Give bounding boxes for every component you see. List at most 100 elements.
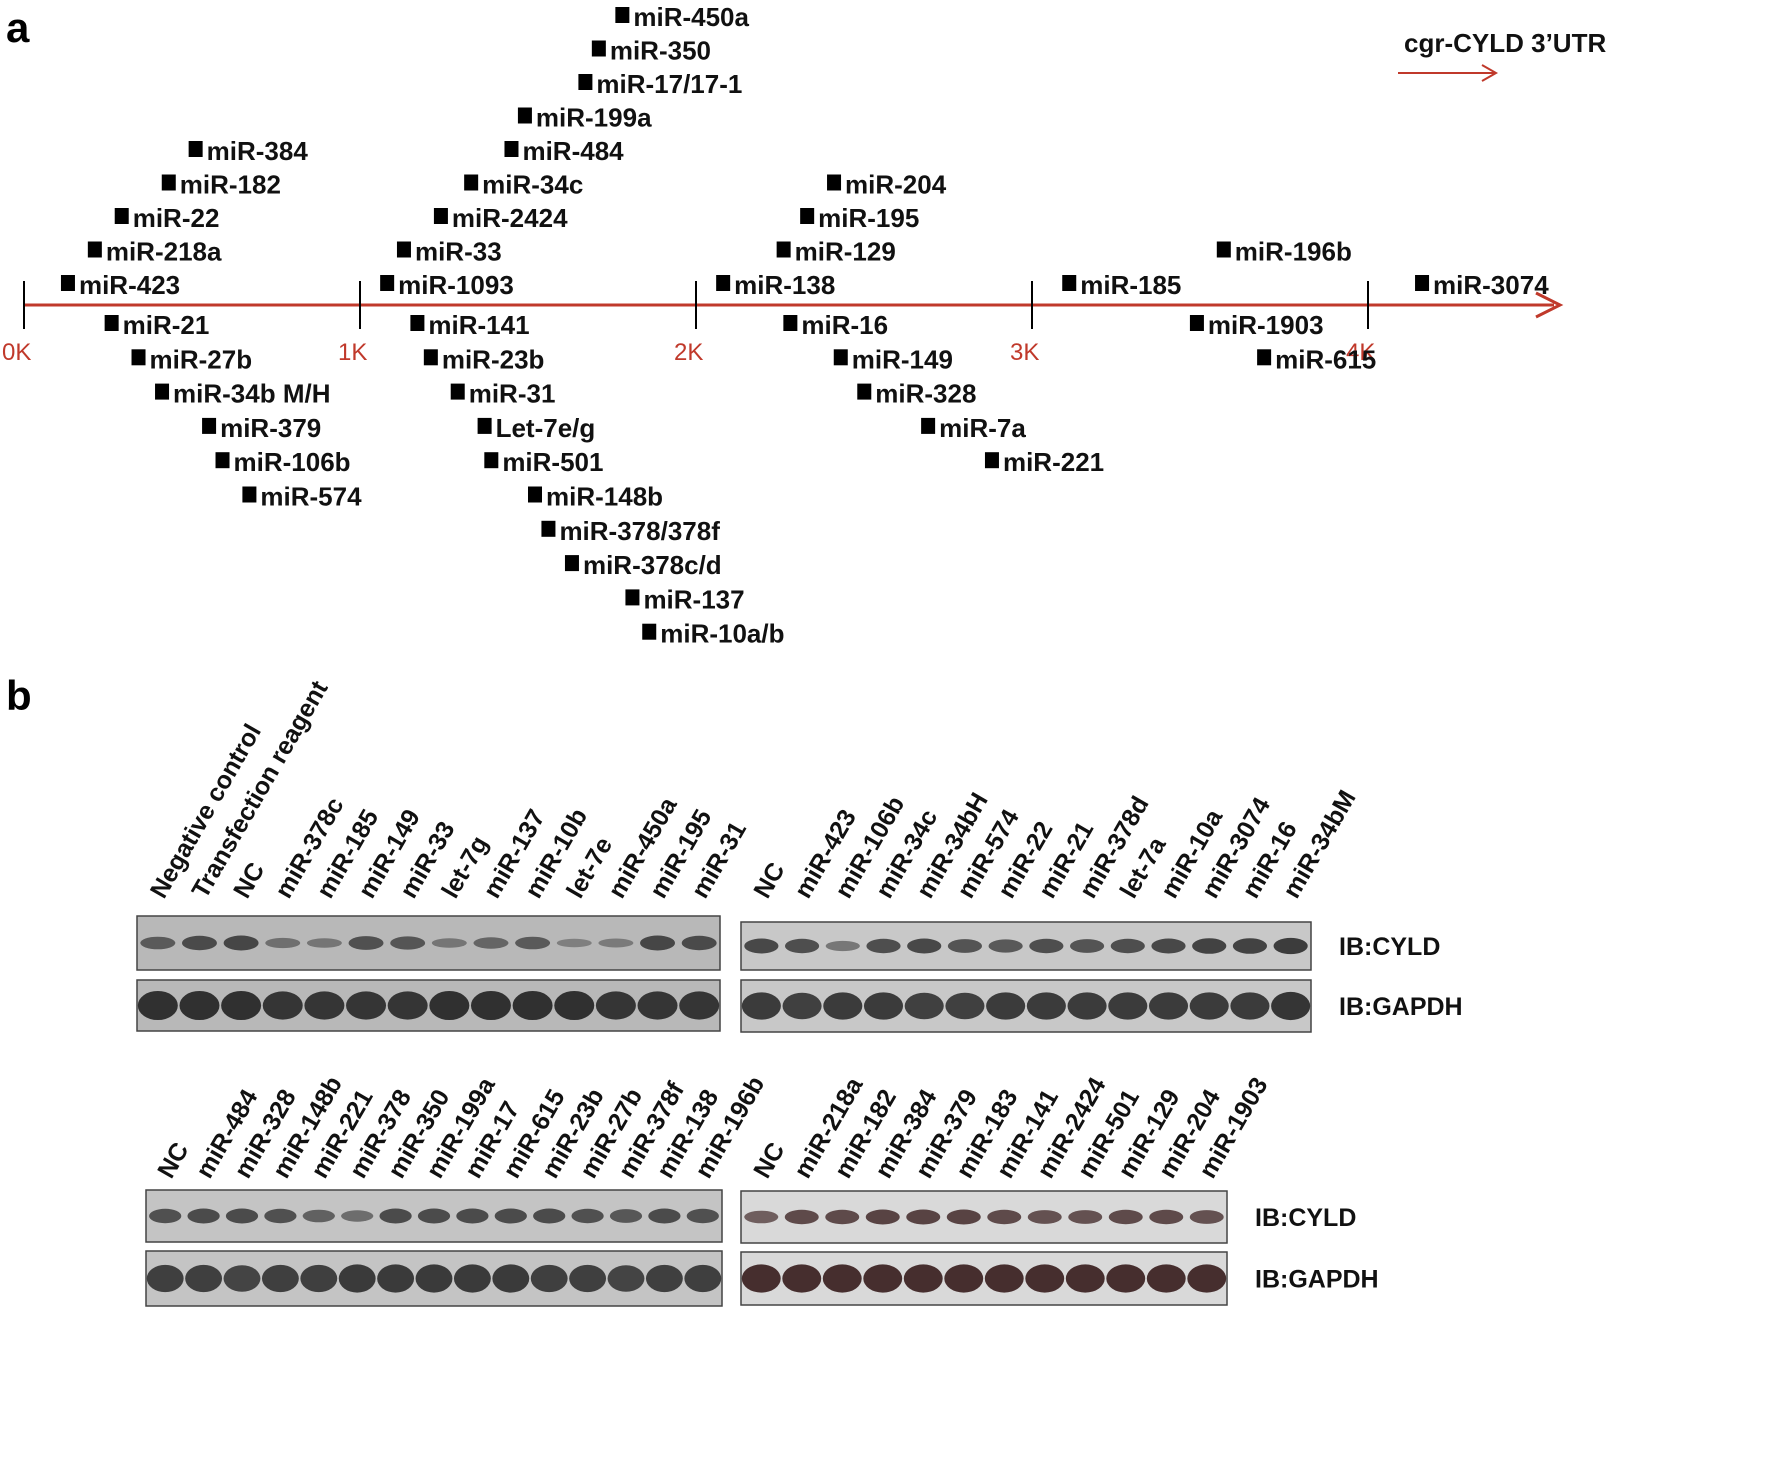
lane-label: NC	[748, 858, 790, 903]
site-label: miR-3074	[1433, 270, 1549, 300]
gapdh-band	[223, 1265, 261, 1292]
axis-tick: 3K	[1010, 281, 1039, 366]
gapdh-band	[944, 1264, 984, 1293]
gapdh-band	[741, 1264, 781, 1293]
western-blot: NCmiR-484miR-328miR-148bmiR-221miR-378mi…	[145, 1072, 770, 1307]
site-label: miR-378c/d	[583, 550, 722, 580]
gapdh-band	[684, 1264, 722, 1293]
mirna-site: miR-350	[591, 36, 711, 66]
mirna-site: miR-615	[1257, 344, 1376, 374]
ib-cyld-label: IB:CYLD	[1255, 1204, 1356, 1232]
site-marker	[783, 315, 798, 331]
site-label: miR-379	[220, 413, 321, 443]
gapdh-band	[607, 1265, 645, 1292]
cyld-band	[473, 937, 509, 949]
gapdh-band	[863, 992, 904, 1020]
site-label: miR-137	[643, 584, 744, 614]
site-label: miR-328	[875, 379, 976, 409]
axis-tick: 4K	[1346, 281, 1375, 366]
mirna-site: miR-148b	[528, 482, 663, 512]
gapdh-band	[346, 991, 387, 1020]
gapdh-band	[530, 1264, 568, 1293]
gapdh-band	[470, 990, 511, 1021]
utr-direction-arrow	[1398, 64, 1499, 82]
site-label: miR-34b M/H	[173, 379, 330, 409]
cyld-band	[1029, 938, 1064, 954]
site-label: miR-141	[428, 310, 529, 340]
western-blot: NCmiR-423miR-106bmiR-34cmiR-34bHmiR-574m…	[740, 786, 1463, 1033]
axis-tick-label: 1K	[338, 339, 367, 366]
cyld-band	[1110, 938, 1145, 954]
mirna-site: miR-574	[242, 482, 362, 512]
cyld-band	[681, 935, 717, 951]
cyld-band	[494, 1208, 527, 1224]
site-marker	[450, 383, 465, 400]
cyld-band	[149, 1208, 182, 1224]
site-label: miR-185	[1080, 270, 1181, 300]
cyld-band	[866, 938, 901, 954]
cyld-band	[181, 935, 217, 951]
gapdh-band	[1026, 992, 1066, 1020]
axis-tick-label: 4K	[1346, 339, 1375, 366]
gapdh-band	[512, 990, 553, 1021]
axis-tick: 2K	[674, 281, 703, 366]
site-label: miR-196b	[1235, 237, 1352, 267]
cyld-band	[825, 940, 860, 952]
axis-tick-label: 2K	[674, 339, 703, 366]
mirna-site: miR-16	[783, 310, 888, 340]
gapdh-band	[492, 1264, 530, 1293]
mirna-site: miR-34c	[464, 170, 583, 200]
cyld-band	[784, 1209, 819, 1225]
site-marker	[114, 208, 129, 224]
cyld-band	[515, 936, 551, 950]
cyld-band	[302, 1209, 335, 1223]
mirna-site: miR-484	[504, 136, 624, 166]
cyld-band	[379, 1208, 412, 1224]
site-label: miR-129	[795, 237, 896, 267]
gapdh-band	[1230, 992, 1270, 1020]
cyld-band	[571, 1208, 604, 1224]
site-label: miR-204	[845, 170, 947, 200]
mirna-site: miR-221	[984, 447, 1104, 477]
mirna-site: miR-3074	[1415, 270, 1549, 300]
western-blot: NCmiR-218amiR-182miR-384miR-379miR-183mi…	[740, 1072, 1379, 1306]
gapdh-band	[595, 991, 636, 1020]
site-label: miR-221	[1003, 447, 1104, 477]
gapdh-band	[903, 1264, 943, 1293]
mirna-site: miR-2424	[433, 203, 568, 233]
site-label: miR-34c	[482, 170, 583, 200]
site-label: miR-195	[818, 203, 919, 233]
gapdh-band	[415, 1264, 453, 1293]
cyld-band	[865, 1209, 900, 1225]
site-marker	[477, 417, 492, 434]
mirna-site: miR-384	[188, 136, 308, 166]
site-marker	[578, 74, 593, 90]
site-label: miR-148b	[546, 482, 663, 512]
cyld-band	[987, 1209, 1022, 1225]
site-marker	[625, 589, 640, 606]
gapdh-band	[1187, 1264, 1227, 1293]
site-marker	[591, 40, 606, 57]
site-label: miR-138	[734, 270, 835, 300]
gapdh-band	[453, 1264, 491, 1293]
site-marker	[380, 275, 395, 291]
site-label: miR-1903	[1208, 310, 1324, 340]
cyld-band	[348, 936, 384, 950]
mirna-site: Let-7e/g	[477, 413, 595, 443]
gapdh-band	[863, 1264, 903, 1293]
gapdh-band	[377, 1264, 415, 1293]
site-label: miR-484	[522, 136, 624, 166]
site-marker	[188, 141, 203, 157]
site-label: miR-7a	[939, 413, 1026, 443]
lane-label: NC	[152, 1138, 194, 1183]
cyld-band	[648, 1208, 681, 1224]
cyld-band	[225, 1208, 259, 1224]
gapdh-band	[1146, 1264, 1186, 1293]
cyld-band	[1149, 1209, 1184, 1225]
cyld-band	[556, 938, 592, 948]
